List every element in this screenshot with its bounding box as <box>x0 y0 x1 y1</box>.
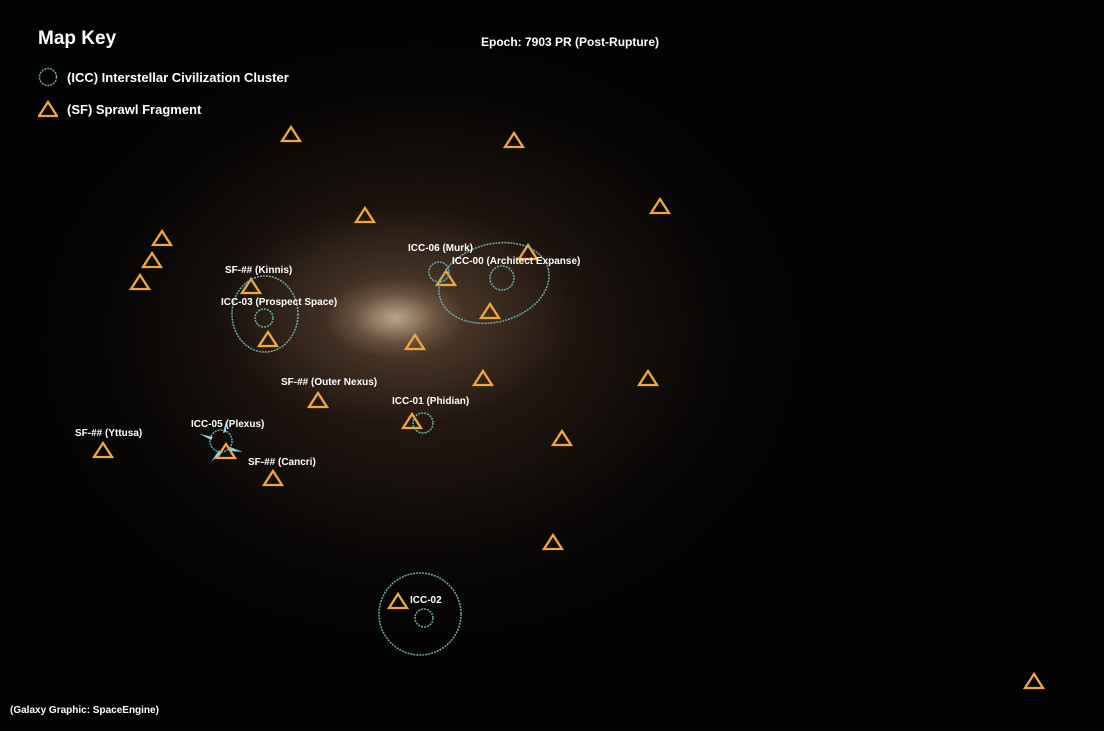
sprawl-fragment-triangle-icon[interactable] <box>516 242 540 261</box>
sf-outer-nexus-label: SF-## (Outer Nexus) <box>281 377 377 388</box>
credit-label: (Galaxy Graphic: SpaceEngine) <box>10 705 159 716</box>
legend-item-sf: (SF) Sprawl Fragment <box>38 99 201 119</box>
sf-cancri-label: SF-## (Cancri) <box>248 457 316 468</box>
legend-label-icc: (ICC) Interstellar Civilization Cluster <box>67 69 289 85</box>
icc-02-core[interactable] <box>414 608 434 628</box>
icc-00-label: ICC-00 (Architect Expanse) <box>452 256 580 267</box>
sprawl-fragment-triangle-icon[interactable] <box>239 276 263 295</box>
sf-yttusa-label: SF-## (Yttusa) <box>75 428 142 439</box>
sprawl-fragment-triangle-icon[interactable] <box>256 329 280 348</box>
icc-02-region[interactable] <box>378 572 462 656</box>
icc-01-label: ICC-01 (Phidian) <box>392 396 469 407</box>
sprawl-fragment-triangle-icon[interactable] <box>648 196 672 215</box>
icc-00-region[interactable] <box>430 231 558 335</box>
sprawl-fragment-triangle-icon[interactable] <box>386 591 410 610</box>
sprawl-fragment-triangle-icon[interactable] <box>471 368 495 387</box>
sprawl-fragment-triangle-icon[interactable] <box>214 441 238 460</box>
sprawl-fragment-triangle-icon[interactable] <box>636 368 660 387</box>
sprawl-fragment-triangle-icon[interactable] <box>128 272 152 291</box>
dashed-circle-icon <box>38 67 58 87</box>
sprawl-fragment-triangle-icon[interactable] <box>400 411 424 430</box>
sprawl-fragment-triangle-icon[interactable] <box>140 250 164 269</box>
icc-05-marker[interactable] <box>209 429 233 453</box>
epoch-label: Epoch: 7903 PR (Post-Rupture) <box>481 35 660 49</box>
map-key-title: Map Key <box>38 28 117 49</box>
icc-06-label: ICC-06 (Murk) <box>408 243 473 254</box>
sprawl-fragment-triangle-icon[interactable] <box>91 440 115 459</box>
icc-03-core[interactable] <box>254 308 274 328</box>
sprawl-fragment-triangle-icon[interactable] <box>279 124 303 143</box>
sprawl-fragment-triangle-icon[interactable] <box>478 301 502 320</box>
triangle-icon <box>38 99 58 118</box>
sprawl-fragment-triangle-icon[interactable] <box>434 268 458 287</box>
sprawl-fragment-triangle-icon[interactable] <box>261 468 285 487</box>
sprawl-fragments <box>91 124 1046 690</box>
sprawl-fragment-triangle-icon[interactable] <box>550 428 574 447</box>
icc-03-region[interactable] <box>231 275 299 353</box>
legend-label-sf: (SF) Sprawl Fragment <box>67 101 202 117</box>
sprawl-fragment-triangle-icon[interactable] <box>502 130 526 149</box>
sprawl-fragment-triangle-icon[interactable] <box>541 532 565 551</box>
sprawl-fragment-triangle-icon[interactable] <box>1022 671 1046 690</box>
sprawl-fragment-triangle-icon[interactable] <box>306 390 330 409</box>
sprawl-fragment-triangle-icon[interactable] <box>403 332 427 351</box>
icc-02-label: ICC-02 <box>410 595 442 606</box>
icc-05-spikes-icon <box>200 421 243 462</box>
sf-kinnis-label: SF-## (Kinnis) <box>225 265 292 276</box>
sprawl-fragment-triangle-icon[interactable] <box>150 228 174 247</box>
sprawl-fragment-triangle-icon[interactable] <box>353 205 377 224</box>
legend-item-icc: (ICC) Interstellar Civilization Cluster <box>38 67 289 87</box>
icc-00-core[interactable] <box>489 265 515 291</box>
icc-05-label: ICC-05 (Plexus) <box>191 419 264 430</box>
icc-01-marker[interactable] <box>412 412 434 434</box>
icc-06-marker[interactable] <box>428 261 450 283</box>
icc-03-label: ICC-03 (Prospect Space) <box>221 297 337 308</box>
